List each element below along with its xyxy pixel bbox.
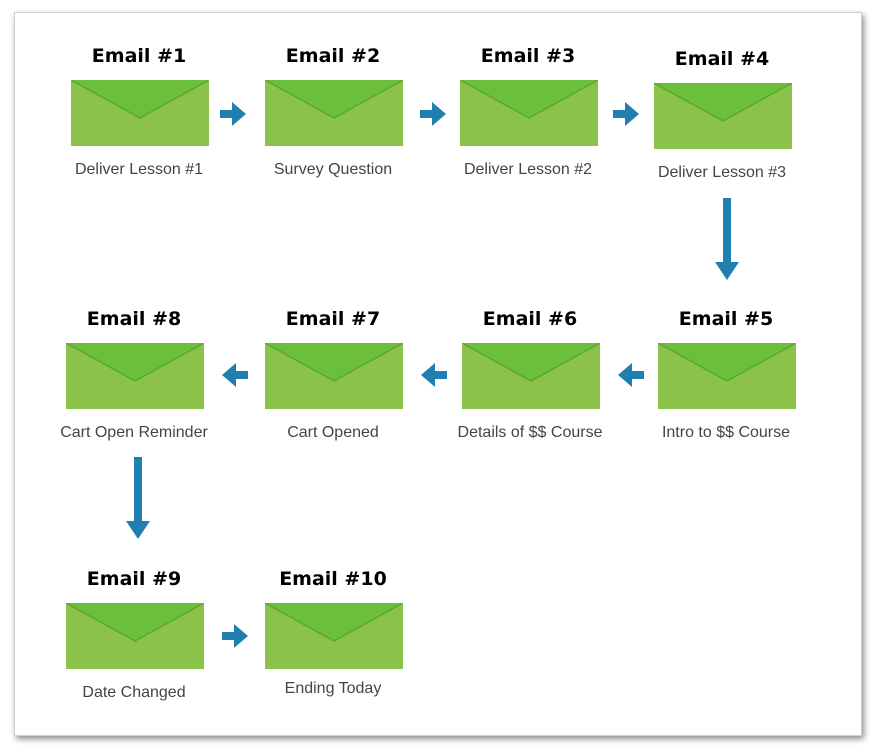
- email-label: Cart Opened: [287, 424, 379, 441]
- email-label: Ending Today: [284, 680, 382, 697]
- arrow-right-icon: [613, 102, 639, 126]
- email-label: Date Changed: [82, 684, 186, 701]
- arrow-down-icon: [715, 198, 739, 280]
- email-title: Email #7: [285, 308, 381, 330]
- email-step-7: Email #7 Cart Opened: [243, 308, 423, 448]
- email-title: Email #6: [482, 308, 578, 330]
- email-step-3: Email #3 Deliver Lesson #2: [438, 45, 618, 185]
- email-title: Email #5: [678, 308, 774, 330]
- email-step-6: Email #6 Details of $$ Course: [440, 308, 620, 448]
- envelope-icon: [658, 343, 796, 409]
- email-label: Details of $$ Course: [457, 424, 603, 441]
- email-label: Deliver Lesson #3: [657, 164, 787, 181]
- email-title: Email #8: [86, 308, 182, 330]
- envelope-icon: [462, 343, 600, 409]
- arrow-left-icon: [222, 363, 248, 387]
- email-step-5: Email #5 Intro to $$ Course: [636, 308, 816, 448]
- email-label: Intro to $$ Course: [661, 424, 791, 441]
- email-step-9: Email #9 Date Changed: [44, 568, 224, 708]
- email-label: Survey Question: [273, 161, 393, 178]
- envelope-icon: [265, 80, 403, 146]
- envelope-icon: [654, 83, 792, 149]
- arrow-right-icon: [220, 102, 246, 126]
- email-label: Deliver Lesson #2: [463, 161, 593, 178]
- envelope-icon: [71, 80, 209, 146]
- arrow-down-icon: [126, 457, 150, 539]
- arrow-left-icon: [421, 363, 447, 387]
- email-step-4: Email #4 Deliver Lesson #3: [632, 48, 812, 188]
- email-label: Cart Open Reminder: [60, 424, 208, 441]
- email-step-8: Email #8 Cart Open Reminder: [44, 308, 224, 448]
- email-title: Email #9: [86, 568, 182, 590]
- email-title: Email #2: [285, 45, 381, 67]
- arrow-right-icon: [420, 102, 446, 126]
- email-title: Email #10: [279, 568, 387, 590]
- email-title: Email #3: [480, 45, 576, 67]
- email-title: Email #1: [91, 45, 187, 67]
- envelope-icon: [265, 603, 403, 669]
- envelope-icon: [66, 343, 204, 409]
- arrow-left-icon: [618, 363, 644, 387]
- arrow-right-icon: [222, 624, 248, 648]
- email-step-1: Email #1 Deliver Lesson #1: [49, 45, 229, 185]
- envelope-icon: [66, 603, 204, 669]
- envelope-icon: [265, 343, 403, 409]
- email-step-2: Email #2 Survey Question: [243, 45, 423, 185]
- email-label: Deliver Lesson #1: [74, 161, 204, 178]
- email-title: Email #4: [674, 48, 770, 70]
- envelope-icon: [460, 80, 598, 146]
- email-step-10: Email #10 Ending Today: [243, 568, 423, 708]
